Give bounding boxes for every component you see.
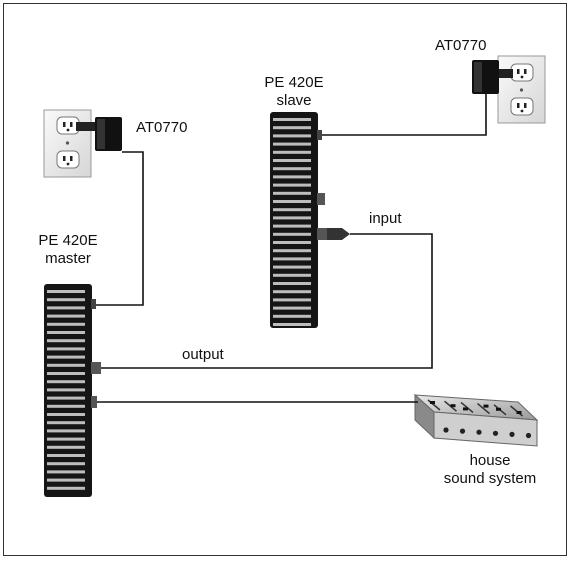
- wall-outlet-right: [497, 55, 546, 124]
- house-sound-system-line2: sound system: [443, 470, 537, 487]
- master-unit-name: PE 420E: [38, 232, 98, 249]
- slave-unit: [270, 112, 350, 328]
- house-sound-system-mixer: [413, 393, 539, 447]
- power-adapter-right: [472, 60, 513, 94]
- master-unit-role: master: [45, 250, 91, 267]
- power-adapter-right-label: AT0770: [435, 37, 487, 54]
- master-unit-label: PE 420E master: [28, 232, 108, 268]
- wire-slave-power: [322, 94, 487, 136]
- house-sound-system-label: house sound system: [430, 452, 550, 488]
- slave-unit-label: PE 420E slave: [254, 74, 334, 110]
- output-label: output: [182, 346, 224, 363]
- mixer-knobs: [443, 427, 532, 439]
- master-unit: [44, 284, 101, 497]
- slave-unit-role: slave: [276, 92, 312, 109]
- slave-unit-vents: [273, 118, 311, 326]
- house-sound-system-line1: house: [469, 452, 511, 469]
- mixer-faders: [427, 399, 523, 417]
- power-adapter-left: [76, 117, 122, 151]
- wire-master-power: [96, 151, 144, 306]
- input-label: input: [369, 210, 402, 227]
- wall-outlet-left: [43, 109, 92, 178]
- master-unit-vents: [47, 290, 85, 490]
- power-adapter-left-label: AT0770: [136, 119, 188, 136]
- wire-output-to-input: [101, 233, 433, 369]
- slave-unit-name: PE 420E: [264, 74, 324, 91]
